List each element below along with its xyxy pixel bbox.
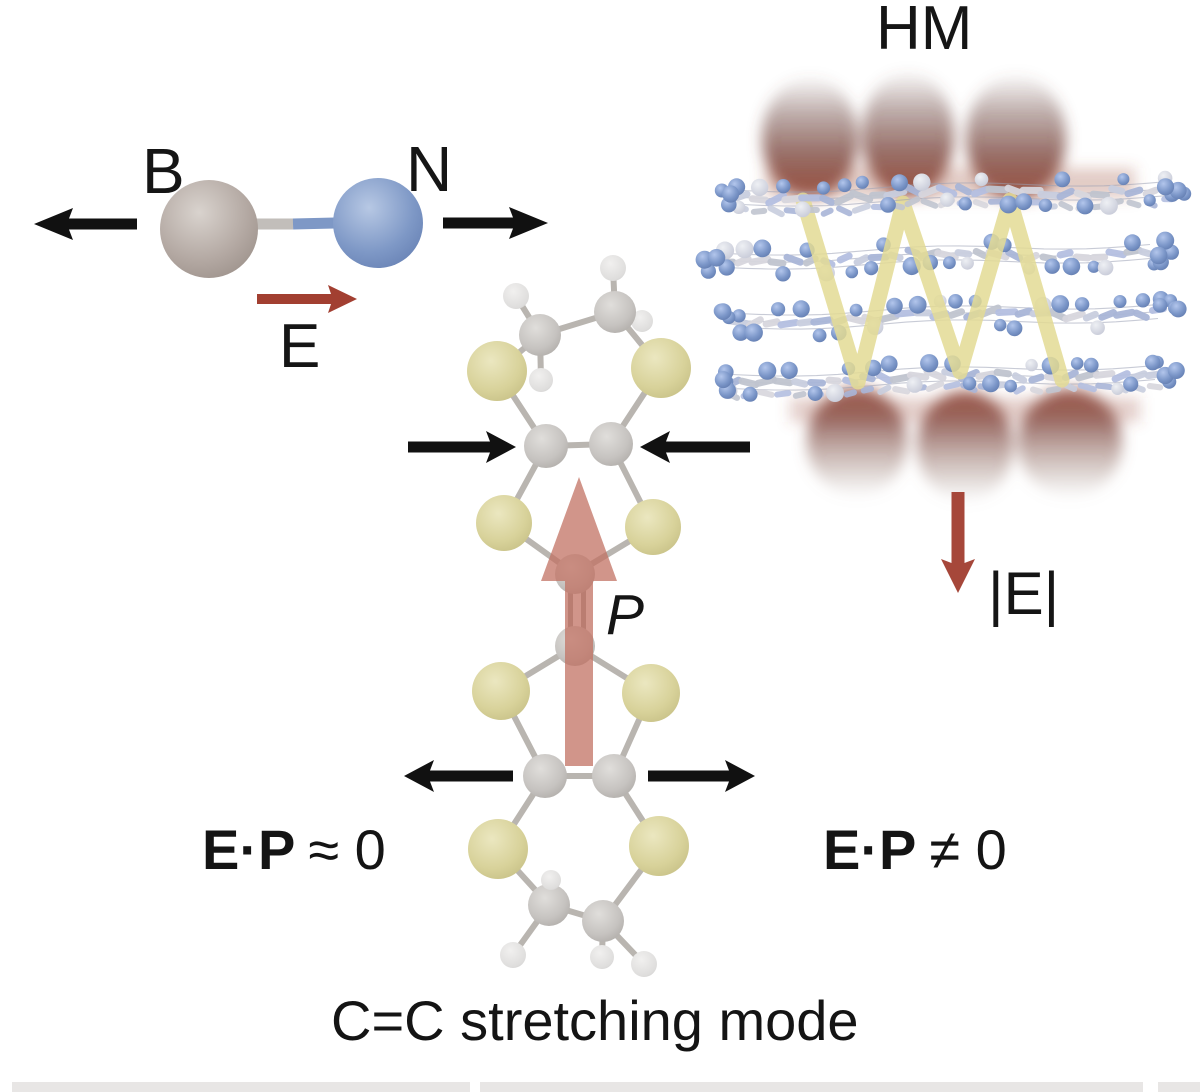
carbon-atom <box>594 291 636 333</box>
bottom-strip-segment <box>1158 1082 1200 1092</box>
bn-bond-nitrogen-half <box>292 217 336 230</box>
sulfur-atom <box>625 499 681 555</box>
plume <box>966 76 1066 200</box>
boron-atom <box>160 180 258 278</box>
sulfur-atom <box>472 662 530 720</box>
e-field-label: E <box>279 312 321 381</box>
carbon-atom <box>523 754 567 798</box>
nitrogen-atom <box>333 178 423 268</box>
formula-bold-part: E·P <box>202 818 296 881</box>
formula-relation-part: ≠ 0 <box>929 818 1007 881</box>
carbon-atom <box>528 884 570 926</box>
e-field-down-arrow <box>941 492 975 593</box>
polarization-label: P <box>606 583 645 647</box>
bn-molecule <box>34 178 548 313</box>
bn-stretch-arrow-right <box>443 207 548 239</box>
sulfur-atom <box>468 819 528 879</box>
interlayer-zigzag <box>795 192 1070 390</box>
plume <box>862 73 954 197</box>
stretch-arrow-right <box>648 760 755 792</box>
hydrogen-atom <box>600 255 626 281</box>
formula-bold-part: E·P <box>823 818 917 881</box>
carbon-atom <box>519 314 561 356</box>
boron-label: B <box>142 135 185 207</box>
carbon-atom <box>524 424 568 468</box>
compress-arrow-right <box>640 431 750 463</box>
hydrogen-atom <box>500 942 526 968</box>
sulfur-atom <box>476 495 532 551</box>
field-plumes-top <box>762 73 1135 200</box>
hm-layers-front <box>714 170 1192 218</box>
hm-layer-2 <box>695 231 1179 282</box>
sulfur-atom <box>631 338 691 398</box>
figure-caption: C=C stretching mode <box>331 989 859 1052</box>
hydrogen-atoms <box>500 255 657 977</box>
sulfur-atom <box>467 341 527 401</box>
sulfur-atom <box>629 816 689 876</box>
stretch-arrow-left <box>404 760 513 792</box>
plume <box>917 391 1013 501</box>
hm-layer-1 <box>714 170 1192 218</box>
compress-arrow-left <box>408 431 516 463</box>
bottom-strip-segment <box>12 1082 470 1092</box>
e-magnitude-label: |E| <box>988 560 1060 627</box>
formula-ep-approx-zero: E·P≈ 0 <box>202 822 386 878</box>
field-plumes-bottom <box>790 388 1140 501</box>
sulfur-atom <box>622 664 680 722</box>
carbon-atom <box>592 754 636 798</box>
formula-ep-nonzero: E·P≠ 0 <box>823 822 1007 878</box>
bottom-strip-segment <box>480 1082 1143 1092</box>
hydrogen-atom <box>631 310 653 332</box>
plume <box>762 78 858 198</box>
formula-relation-part: ≈ 0 <box>308 818 386 881</box>
sulfur-atoms <box>467 338 691 879</box>
hydrogen-atom <box>590 945 614 969</box>
mode-arrows <box>404 431 755 792</box>
nitrogen-label: N <box>406 133 453 205</box>
carbon-atom <box>589 422 633 466</box>
hydrogen-atom <box>503 283 529 309</box>
plume <box>807 388 907 496</box>
bn-stretch-arrow-left <box>34 208 137 240</box>
hydrogen-atom <box>541 870 561 890</box>
hydrogen-atom <box>631 951 657 977</box>
e-field-arrow <box>257 285 357 313</box>
polarization-arrow <box>541 477 617 766</box>
carbon-atom <box>582 900 624 942</box>
hydrogen-atom <box>529 368 553 392</box>
plume <box>1018 389 1122 497</box>
hm-title: HM <box>876 0 973 63</box>
